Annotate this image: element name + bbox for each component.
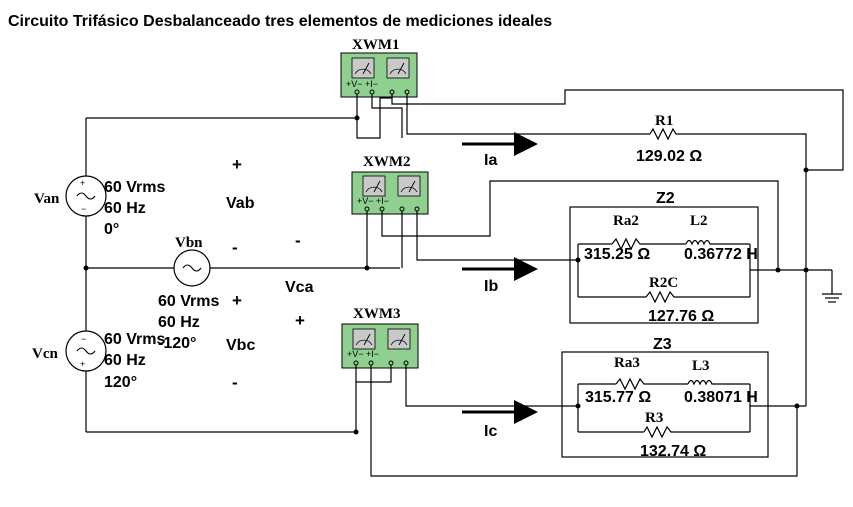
vbc-plus: + <box>232 291 242 310</box>
svg-text:+: + <box>80 359 85 369</box>
vbc-minus: - <box>232 373 238 392</box>
source-van[interactable]: + − <box>65 175 107 217</box>
inductor-l3-name: L3 <box>692 358 710 374</box>
source-vbn-freq: 60 Hz <box>158 314 200 331</box>
resistor-ra2-name: Ra2 <box>613 213 639 229</box>
wattmeter-xwm1-v-terminal: +V− +I− <box>346 79 378 89</box>
wires <box>85 89 844 477</box>
vca-minus: - <box>295 231 301 250</box>
voltmeter-icon <box>352 328 376 350</box>
source-vcn-voltage: 60 Vrms <box>104 331 165 348</box>
ac-source-icon <box>76 347 96 355</box>
source-vbn-phase: -120° <box>158 335 196 352</box>
wattmeter-xwm1-label: XWM1 <box>352 37 400 53</box>
resistor-r3-value: 132.74 Ω <box>640 443 706 460</box>
source-vcn-phase: 120° <box>104 374 137 391</box>
wattmeter-xwm3-label: XWM3 <box>353 306 401 322</box>
resistor-ra2-value: 315.25 Ω <box>584 246 650 263</box>
current-ia-label: Ia <box>484 152 497 169</box>
resistor-r2c-value: 127.76 Ω <box>648 308 714 325</box>
current-ib-label: Ib <box>484 278 498 295</box>
resistor-r3-name: R3 <box>645 410 663 426</box>
ammeter-icon <box>397 175 421 197</box>
source-vbn[interactable] <box>173 249 211 287</box>
resistor-ra3-value: 315.77 Ω <box>585 389 651 406</box>
junction-dots <box>83 115 809 435</box>
wattmeter-xwm1[interactable]: XWM1 +V− +I− <box>340 37 418 98</box>
svg-text:−: − <box>81 204 86 214</box>
z3-enclosure <box>561 351 769 458</box>
source-van-phase: 0° <box>104 221 119 238</box>
inductor-l2-value: 0.36772 H <box>684 246 758 263</box>
vca-plus: + <box>295 311 305 330</box>
source-vbn-name: Vbn <box>175 235 203 251</box>
ac-source-icon <box>182 264 202 272</box>
voltmeter-icon <box>351 57 375 79</box>
z2-label: Z2 <box>656 190 675 207</box>
svg-text:+: + <box>80 178 85 188</box>
vab-minus: - <box>232 238 238 257</box>
resistor-r3[interactable] <box>643 425 674 439</box>
source-vcn-freq: 60 Hz <box>104 352 146 369</box>
z3-label: Z3 <box>653 336 672 353</box>
source-vcn[interactable]: − + <box>65 330 107 372</box>
wattmeter-xwm2[interactable]: XWM2 +V− +I− <box>351 154 429 215</box>
source-vbn-voltage: 60 Vrms <box>158 293 219 310</box>
inductor-l3-value: 0.38071 H <box>684 389 758 406</box>
resistor-r1[interactable] <box>649 127 679 141</box>
vbc-label: Vbc <box>226 337 255 354</box>
resistor-ra3-name: Ra3 <box>614 355 640 371</box>
wattmeter-xwm3[interactable]: XWM3 +V− +I− <box>341 306 419 369</box>
inductor-l3[interactable] <box>687 379 716 386</box>
source-van-name: Van <box>34 191 60 207</box>
current-ic-label: Ic <box>484 423 497 440</box>
z2-enclosure <box>569 206 759 324</box>
inductor-l2[interactable] <box>685 239 712 246</box>
vca-label: Vca <box>285 279 314 296</box>
resistor-r2c-name: R2C <box>649 275 678 291</box>
resistor-r1-name: R1 <box>655 113 673 129</box>
wattmeter-xwm2-label: XWM2 <box>363 154 411 170</box>
ammeter-icon <box>386 57 410 79</box>
resistor-ra3[interactable] <box>615 377 648 391</box>
source-vcn-name: Vcn <box>32 346 58 362</box>
inductor-l2-name: L2 <box>690 213 708 229</box>
diagram-title: Circuito Trifásico Desbalanceado tres el… <box>8 13 552 30</box>
source-van-voltage: 60 Vrms <box>104 179 165 196</box>
vab-label: Vab <box>226 195 255 212</box>
resistor-r2c[interactable] <box>645 290 678 304</box>
source-van-freq: 60 Hz <box>104 200 146 217</box>
voltmeter-icon <box>362 175 386 197</box>
wattmeter-xwm2-v-terminal: +V− +I− <box>357 196 389 206</box>
resistor-ra2[interactable] <box>611 237 644 251</box>
svg-text:−: − <box>81 334 86 344</box>
wattmeter-xwm3-v-terminal: +V− +I− <box>347 349 379 359</box>
resistor-r1-value: 129.02 Ω <box>636 148 702 165</box>
ac-source-icon <box>76 192 96 200</box>
vab-plus: + <box>232 155 242 174</box>
ammeter-icon <box>387 328 411 350</box>
